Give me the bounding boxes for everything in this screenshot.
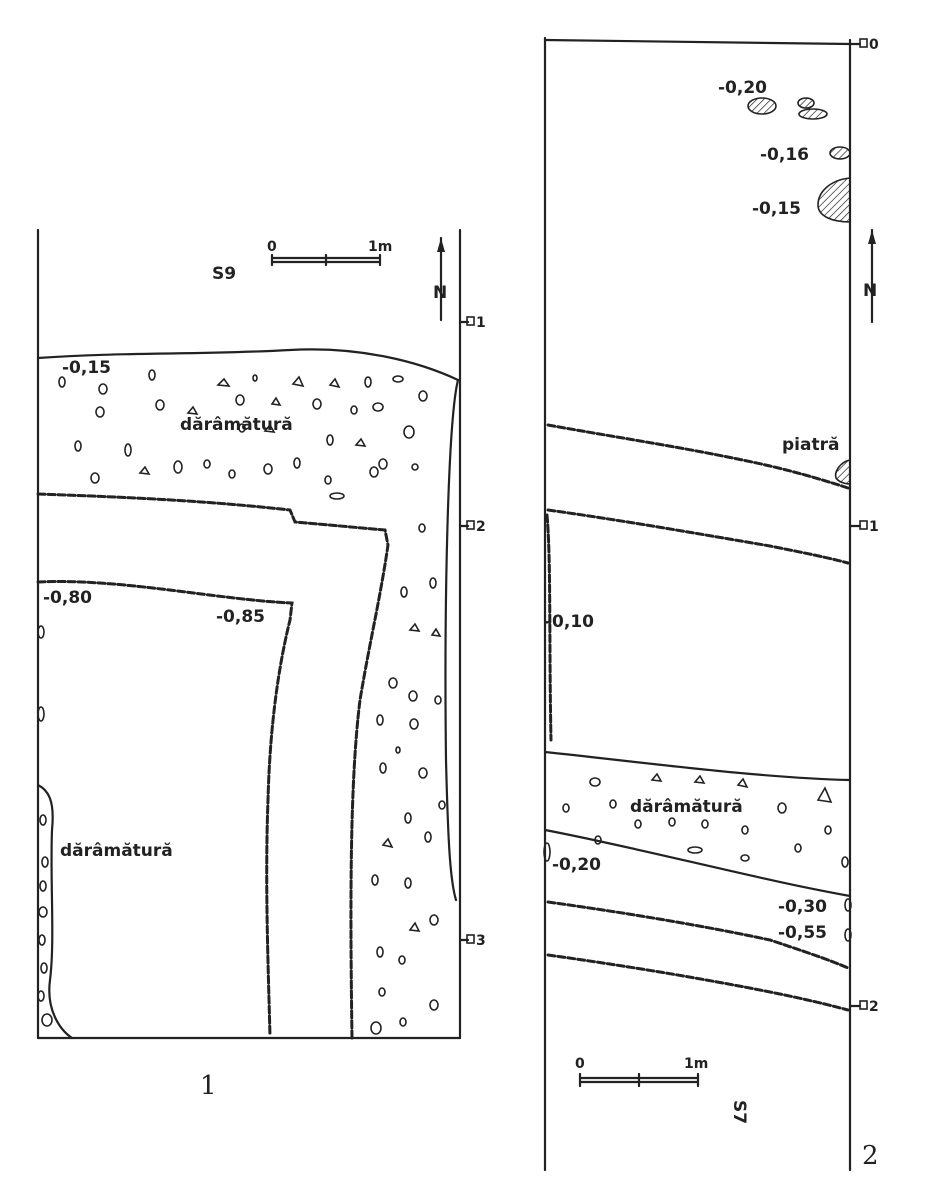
plan2-grid-marker-0: 0 bbox=[848, 37, 879, 53]
plan2-stone-label: piatră bbox=[782, 435, 839, 455]
figure-number-2: 2 bbox=[862, 1141, 879, 1171]
plan1-rubble-stones-north bbox=[58, 369, 428, 500]
svg-text:2: 2 bbox=[476, 519, 486, 535]
plan1-north-label: N bbox=[433, 283, 447, 303]
plan2-depth-east-2: -0,55 bbox=[778, 923, 827, 943]
plan2-scale-zero: 0 bbox=[575, 1056, 585, 1072]
svg-text:3: 3 bbox=[476, 933, 486, 949]
plan1-rubble-label-west: dărâmătură bbox=[60, 841, 173, 861]
plan2-depth-west: -0,10 bbox=[545, 612, 594, 632]
plan2-scale-one: 1m bbox=[684, 1056, 708, 1072]
plan1-scale-zero: 0 bbox=[267, 239, 277, 255]
svg-text:1: 1 bbox=[476, 315, 486, 331]
plan2-west-wall-face bbox=[545, 513, 553, 742]
plan1-grid-marker-1: 1 bbox=[458, 315, 486, 331]
plan1-outer-dashed-line bbox=[36, 492, 390, 1040]
plan1-grid-marker-2: 2 bbox=[458, 519, 486, 535]
plan2-trench-label: S7 bbox=[729, 1100, 749, 1124]
plan1-north-arrow-icon bbox=[437, 236, 445, 322]
svg-text:2: 2 bbox=[869, 999, 879, 1015]
figure-number-1: 1 bbox=[200, 1071, 217, 1101]
plan2-stones-north bbox=[747, 97, 851, 485]
plan2-depth-stone-1: -0,20 bbox=[718, 78, 767, 98]
plan2-rubble-top-edge bbox=[543, 750, 852, 782]
plan1-west-rubble-edge bbox=[36, 783, 74, 1040]
plan1-depth-west: -0,80 bbox=[43, 588, 92, 608]
plan-1: S9 0 1m N 1 2 3 bbox=[36, 228, 486, 1101]
plan1-trench-label: S9 bbox=[212, 264, 236, 284]
plan2-rubble-label: dărâmătură bbox=[630, 797, 743, 817]
plan2-depth-rubble-west: -0,20 bbox=[552, 855, 601, 875]
plan1-grid-marker-3: 3 bbox=[458, 933, 486, 949]
plan1-rubble-stones-west bbox=[37, 625, 53, 1027]
plan2-north-label: N bbox=[863, 281, 877, 301]
svg-text:1: 1 bbox=[869, 519, 879, 535]
plan2-dashed-line-4 bbox=[546, 953, 850, 1012]
plan2-grid-marker-1: 1 bbox=[848, 519, 879, 535]
plan2-depth-stone-3: -0,15 bbox=[752, 199, 801, 219]
plan1-depth-north: -0,15 bbox=[62, 358, 111, 378]
plan1-scale-one: 1m bbox=[368, 239, 392, 255]
plan2-wall-stone-2 bbox=[844, 928, 852, 942]
plan1-rubble-stones-east bbox=[370, 523, 446, 1035]
svg-text:0: 0 bbox=[869, 37, 879, 53]
plan2-north-arrow-icon bbox=[868, 228, 876, 324]
plan2-depth-stone-2: -0,16 bbox=[760, 145, 809, 165]
plan2-dashed-line-1 bbox=[546, 423, 850, 490]
plan2-dashed-line-3 bbox=[546, 900, 850, 970]
plan2-dashed-line-2 bbox=[546, 508, 850, 565]
plan-2: 0 1 2 -0,20 -0,16 -0,15 N bbox=[543, 36, 879, 1172]
plan2-rubble-stones bbox=[543, 772, 849, 868]
plan2-scale-bar bbox=[578, 1072, 700, 1088]
plan1-inner-dashed-line bbox=[36, 580, 294, 1038]
plan1-rubble-top-edge bbox=[36, 348, 460, 382]
plan1-depth-center: -0,85 bbox=[216, 607, 265, 627]
plan1-rubble-east-edge bbox=[444, 378, 460, 902]
plan2-wall-stone bbox=[844, 898, 852, 912]
plan1-scale-bar bbox=[270, 253, 382, 267]
plan2-grid-marker-2: 2 bbox=[848, 999, 879, 1015]
plan2-depth-east-1: -0,30 bbox=[778, 897, 827, 917]
plan2-rubble-bottom-edge bbox=[543, 828, 852, 898]
plan2-north-wall bbox=[543, 38, 852, 46]
plan1-rubble-label-north: dărâmătură bbox=[180, 415, 293, 435]
